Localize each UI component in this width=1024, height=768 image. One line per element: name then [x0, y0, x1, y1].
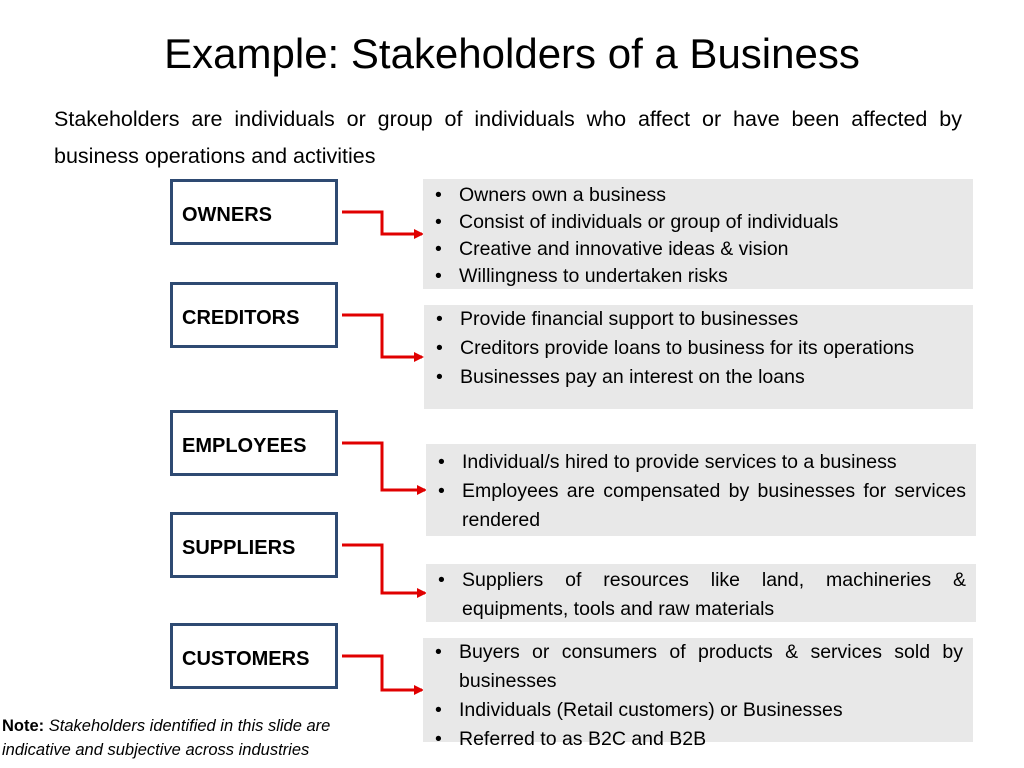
connector-employees: [342, 441, 427, 495]
stakeholder-panel-owners: •Owners own a business •Consist of indiv…: [423, 179, 973, 289]
bullet-list: •Suppliers of resources like land, machi…: [426, 566, 966, 624]
stakeholder-label: CUSTOMERS: [182, 648, 310, 670]
stakeholder-panel-suppliers: •Suppliers of resources like land, machi…: [426, 564, 976, 622]
stakeholder-label: SUPPLIERS: [182, 537, 296, 559]
bullet-item: •Creative and innovative ideas & vision: [435, 238, 789, 260]
stakeholder-box-owners: OWNERS: [170, 179, 338, 245]
stakeholder-label: CREDITORS: [182, 307, 300, 329]
stakeholder-label: EMPLOYEES: [182, 435, 307, 457]
bullet-item: •Individual/s hired to provide services …: [438, 451, 897, 473]
note-label: Note:: [2, 717, 45, 735]
connector-customers: [342, 654, 424, 695]
bullet-item: •Suppliers of resources like land, machi…: [438, 569, 966, 620]
stakeholder-panel-customers: •Buyers or consumers of products & servi…: [423, 638, 973, 750]
bullet-item: •Buyers or consumers of products & servi…: [435, 641, 963, 692]
bullet-item: •Provide financial support to businesses: [436, 308, 799, 330]
footnote: Note: Stakeholders identified in this sl…: [2, 714, 382, 762]
bullet-item: •Creditors provide loans to business for…: [436, 337, 915, 359]
bullet-item: •Owners own a business: [435, 184, 667, 206]
stakeholder-box-suppliers: SUPPLIERS: [170, 512, 338, 578]
bullet-list: •Provide financial support to businesses…: [424, 305, 963, 392]
stakeholder-box-creditors: CREDITORS: [170, 282, 338, 348]
bullet-list: •Owners own a business •Consist of indiv…: [423, 182, 973, 290]
note-text: Stakeholders identified in this slide ar…: [2, 717, 331, 759]
stakeholder-box-customers: CUSTOMERS: [170, 623, 338, 689]
stakeholder-panel-creditors: •Provide financial support to businesses…: [424, 305, 973, 409]
intro-text: Stakeholders are individuals or group of…: [54, 107, 962, 168]
bullet-item: •Employees are compensated by businesses…: [438, 480, 966, 531]
stakeholder-box-employees: EMPLOYEES: [170, 410, 338, 476]
connector-suppliers: [342, 543, 427, 598]
bullet-item: •Businesses pay an interest on the loans: [436, 366, 805, 388]
bullet-item: •Referred to as B2C and B2B: [435, 728, 707, 750]
slide-title: Example: Stakeholders of a Business: [164, 30, 860, 77]
bullet-list: •Buyers or consumers of products & servi…: [423, 638, 963, 754]
bullet-list: •Individual/s hired to provide services …: [426, 448, 966, 535]
connector-owners: [342, 210, 424, 239]
connector-creditors: [342, 313, 424, 362]
stakeholder-label: OWNERS: [182, 204, 272, 226]
bullet-item: •Consist of individuals or group of indi…: [435, 211, 839, 233]
bullet-item: •Individuals (Retail customers) or Busin…: [435, 699, 843, 721]
stakeholder-panel-employees: •Individual/s hired to provide services …: [426, 444, 976, 536]
bullet-item: •Willingness to undertaken risks: [435, 265, 728, 287]
